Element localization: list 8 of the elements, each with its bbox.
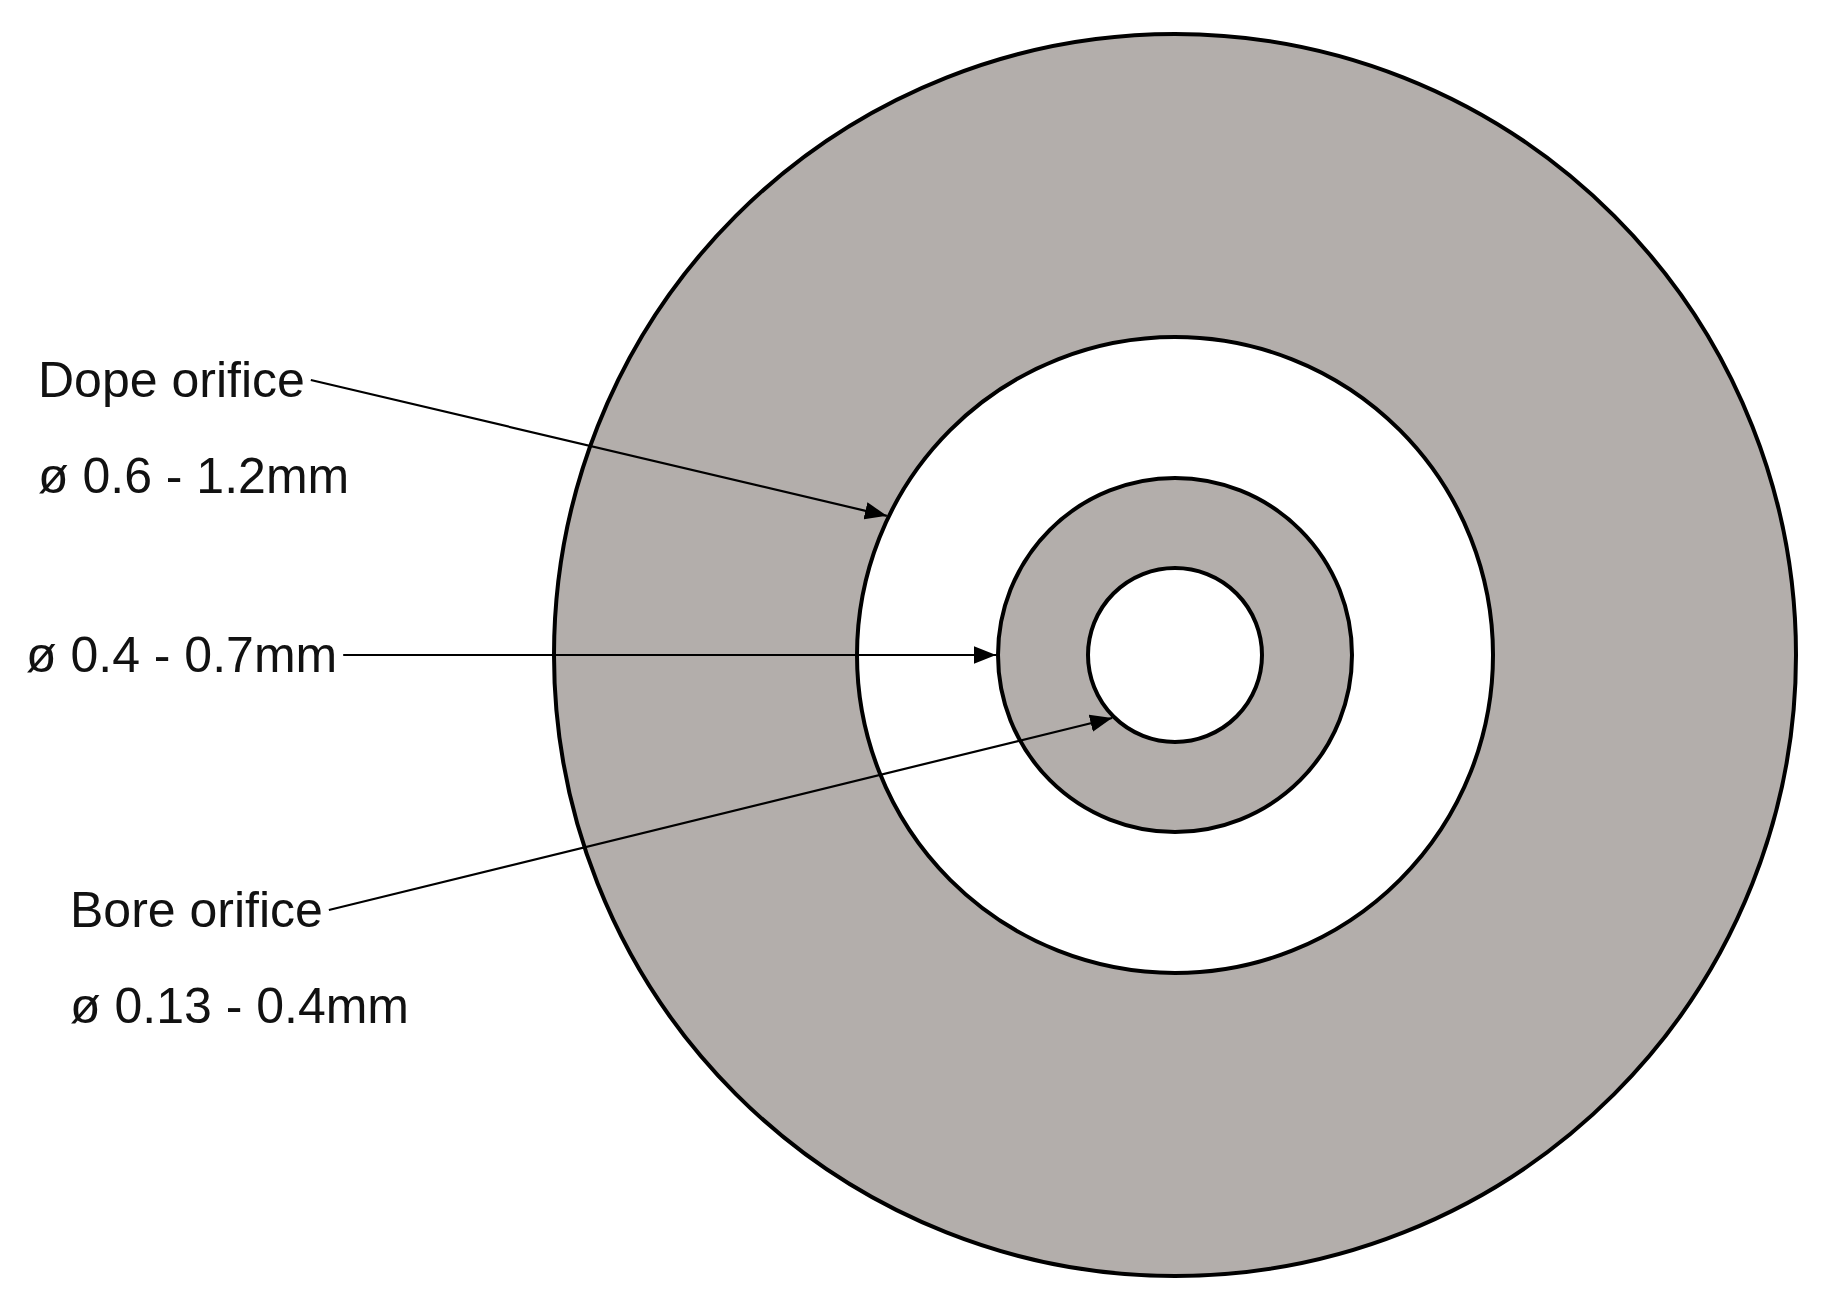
dimension-label: ø 0.6 - 1.2mm — [38, 447, 350, 506]
leader-arrow — [343, 646, 996, 664]
part-label: Dope orifice — [38, 351, 305, 410]
dimension-label: ø 0.4 - 0.7mm — [26, 626, 338, 685]
leader-arrow — [310, 378, 888, 520]
part-label: Bore orifice — [70, 881, 323, 940]
leader-arrow — [328, 714, 1113, 912]
dimension-label: ø 0.13 - 0.4mm — [70, 977, 409, 1036]
